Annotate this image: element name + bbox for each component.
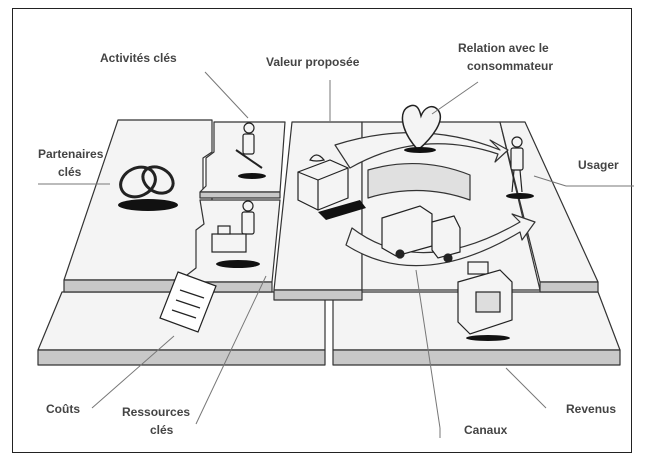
truck-icon bbox=[381, 205, 461, 263]
customer-icon bbox=[510, 136, 524, 193]
revenue-tile-side bbox=[332, 349, 621, 366]
inner-band bbox=[367, 162, 471, 201]
gift-icon bbox=[297, 154, 349, 211]
heart-icon bbox=[401, 104, 441, 152]
label-key-partners-line2: clés bbox=[58, 165, 82, 179]
label-cost-structure: Coûts bbox=[46, 402, 80, 416]
invoice-icon bbox=[159, 271, 217, 333]
label-customer-relationship-line2: consommateur bbox=[467, 59, 554, 73]
cash-register-icon bbox=[457, 261, 513, 335]
label-key-resources-line1: Ressources bbox=[122, 405, 191, 419]
customer-tile-side bbox=[539, 281, 599, 293]
label-key-resources-line2: clés bbox=[150, 423, 174, 437]
value-tile-side bbox=[273, 289, 363, 301]
activities-tile bbox=[199, 121, 286, 193]
rings-shadow bbox=[118, 199, 178, 211]
activities-tile-side bbox=[199, 191, 281, 199]
label-customer-segment: Usager bbox=[578, 158, 619, 172]
label-revenue-streams: Revenus bbox=[566, 402, 617, 416]
label-value-proposition: Valeur proposée bbox=[266, 55, 360, 69]
leader-lines bbox=[38, 71, 634, 438]
label-channels: Canaux bbox=[464, 423, 508, 437]
gift-shadow bbox=[318, 200, 366, 220]
worker-cart-icon bbox=[211, 200, 255, 253]
label-customer-relationship-line1: Relation avec le bbox=[458, 41, 549, 55]
label-key-activities: Activités clés bbox=[100, 51, 177, 65]
label-key-partners-line1: Partenaires bbox=[38, 147, 104, 161]
costs-tile-side bbox=[37, 349, 326, 366]
worker-icon bbox=[235, 122, 263, 169]
rings-icon bbox=[119, 165, 175, 199]
relationship-arrow bbox=[334, 132, 509, 169]
